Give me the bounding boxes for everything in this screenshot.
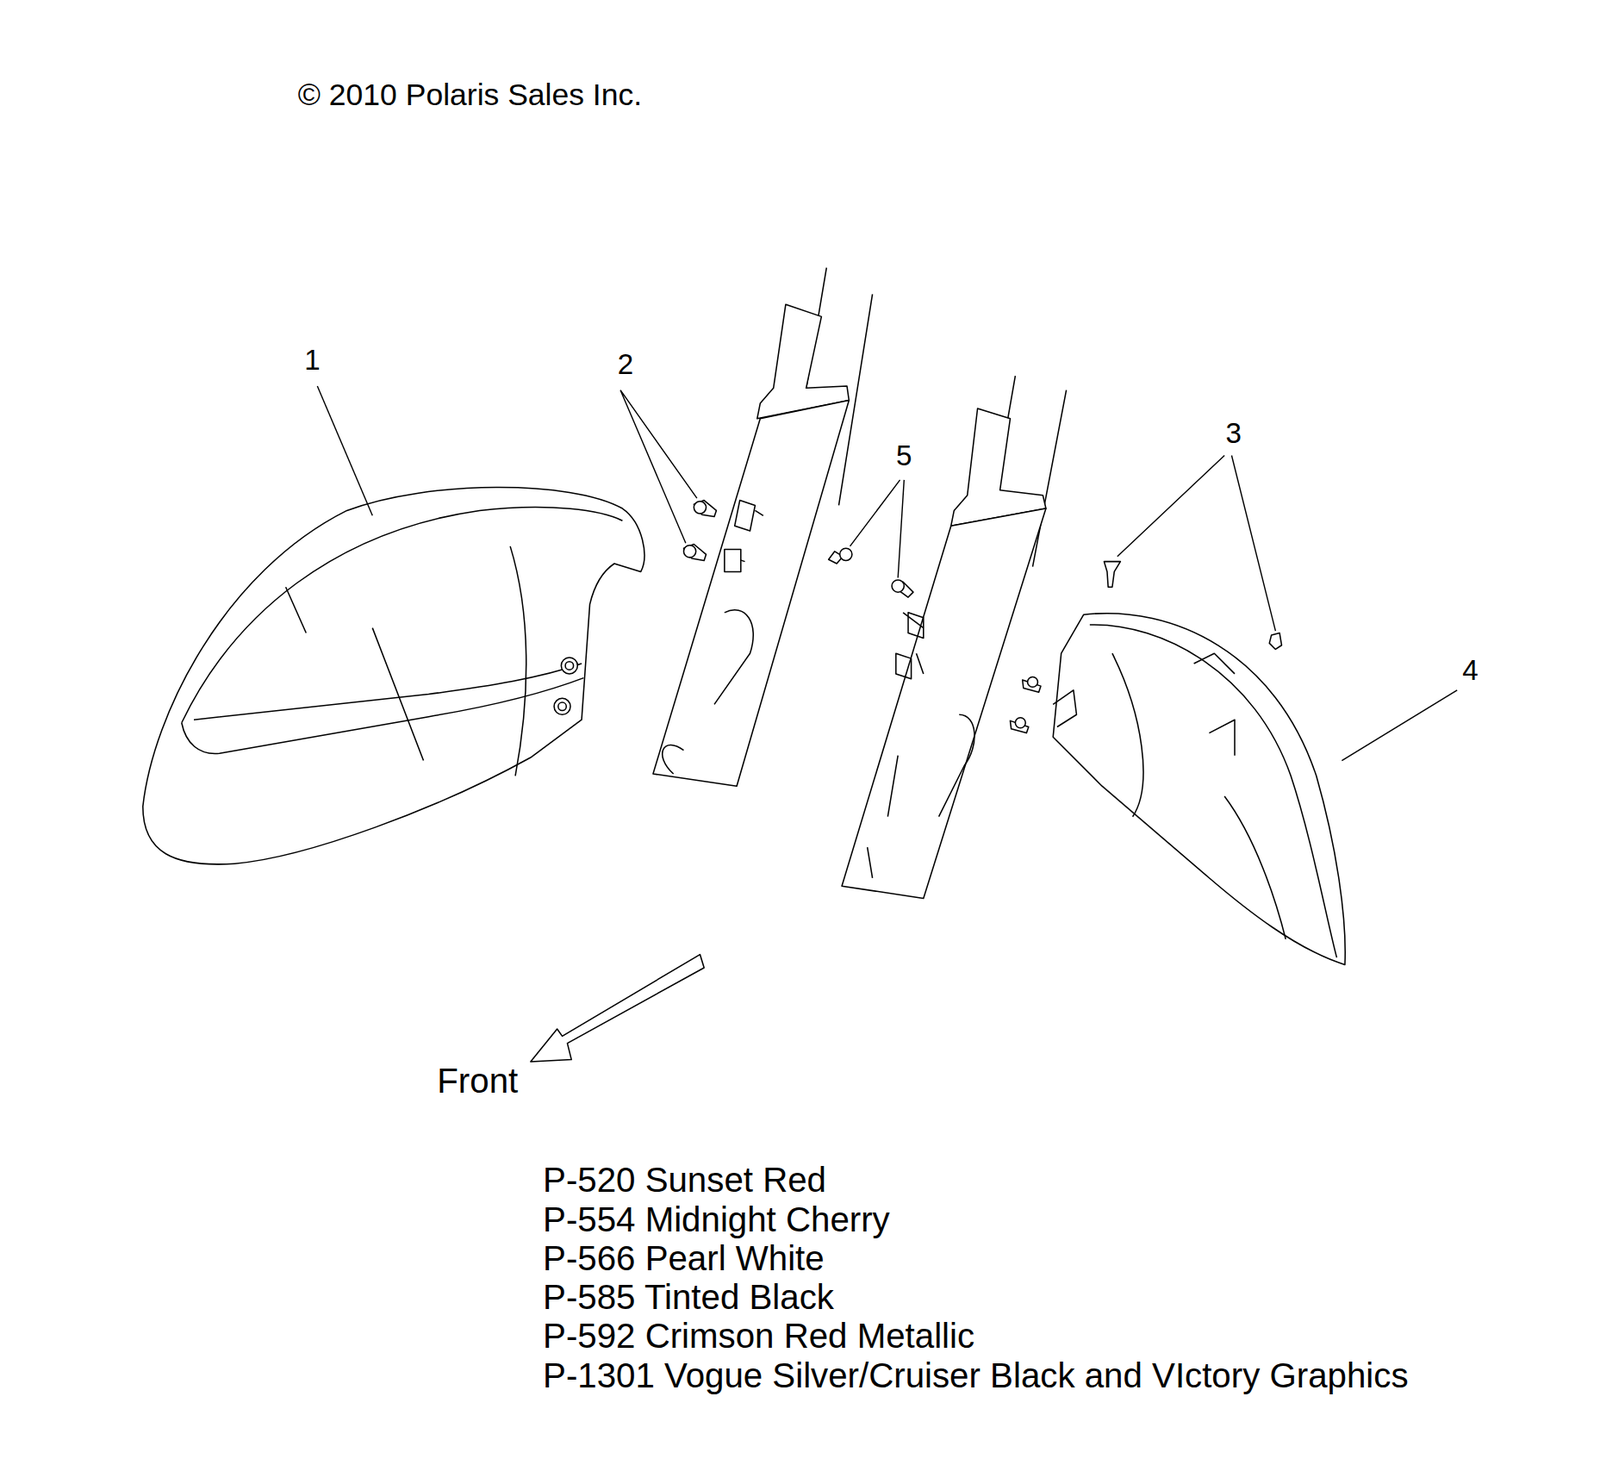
fork-slider <box>757 304 850 419</box>
direction-label: Front <box>436 1062 518 1101</box>
callout-number: 5 <box>896 440 912 472</box>
callout-number: 3 <box>1226 417 1242 449</box>
direction-arrow <box>530 954 704 1062</box>
color-code: P-520 Sunset Red <box>542 1161 827 1200</box>
color-code: P-592 Crimson Red Metallic <box>542 1317 975 1356</box>
fasteners <box>683 500 1282 734</box>
callout-number: 2 <box>617 348 634 380</box>
callout-number: 4 <box>1462 654 1478 686</box>
color-code: P-1301 Vogue Silver/Cruiser Black and VI… <box>542 1357 1408 1395</box>
front-fender <box>143 486 645 864</box>
color-code: P-554 Midnight Cherry <box>542 1201 891 1239</box>
copyright-note: © 2010 Polaris Sales Inc. <box>298 78 642 113</box>
callout-number: 1 <box>304 344 320 376</box>
leader-lines <box>317 385 1457 761</box>
color-code: P-585 Tinted Black <box>542 1278 835 1317</box>
color-code: P-566 Pearl White <box>542 1239 825 1278</box>
fender-section <box>1052 613 1345 965</box>
